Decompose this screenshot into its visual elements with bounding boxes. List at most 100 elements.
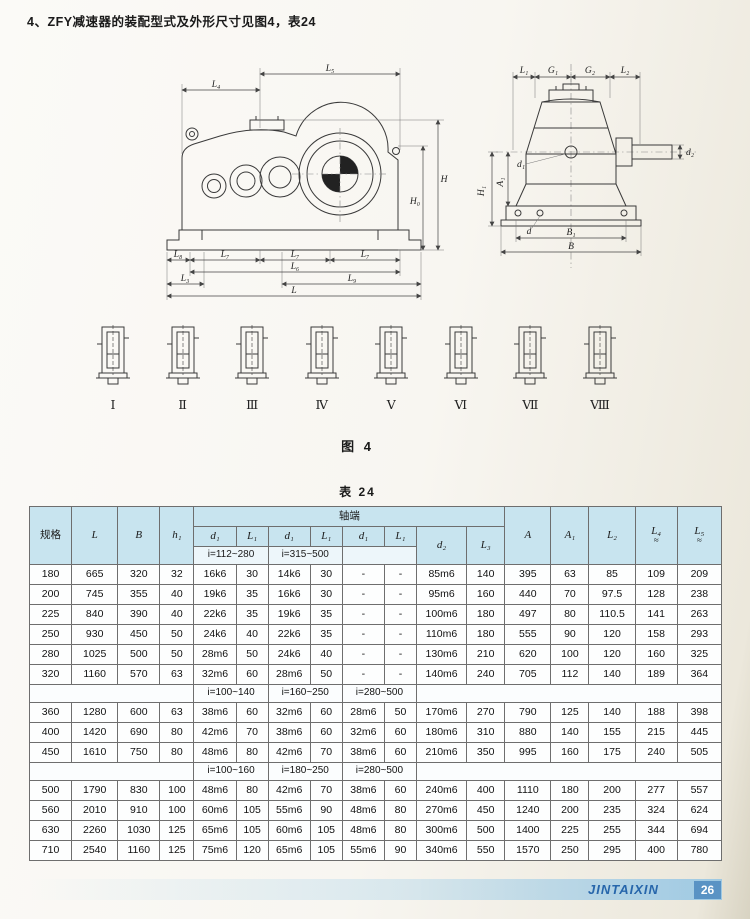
value-cell: 22k6	[267, 624, 311, 645]
value-cell: 225	[550, 820, 590, 841]
value-cell: 705	[504, 664, 552, 685]
value-cell: 55m6	[341, 840, 385, 861]
value-cell: 600	[117, 702, 161, 723]
value-cell: 450	[117, 624, 161, 645]
value-cell: 48m6	[341, 820, 385, 841]
value-cell: 235	[588, 800, 636, 821]
value-cell: 30	[309, 564, 343, 585]
value-cell: 1790	[71, 780, 119, 801]
value-cell: 880	[504, 722, 552, 743]
col-header-d1c: d₁	[341, 526, 385, 547]
value-cell: 28m6	[193, 644, 237, 665]
col-header-h1: h₁	[159, 506, 195, 565]
dim-label-l8: L₈	[173, 250, 183, 260]
col-header-L4: L₄≈	[634, 506, 678, 565]
value-cell: 240m6	[415, 780, 468, 801]
value-cell: 35	[309, 604, 343, 625]
value-cell: 140	[588, 664, 636, 685]
value-cell: 1160	[71, 664, 119, 685]
value-cell: 35	[309, 624, 343, 645]
value-cell: 125	[550, 702, 590, 723]
dim-label-d1: d₁	[517, 160, 525, 170]
value-cell: 1280	[71, 702, 119, 723]
value-cell: 215	[634, 722, 678, 743]
value-cell: 60	[383, 742, 418, 763]
value-cell: 505	[676, 742, 723, 763]
value-cell: 100m6	[415, 604, 468, 625]
value-cell: 70	[309, 780, 343, 801]
footer-strip	[28, 879, 722, 900]
value-cell: 32	[159, 564, 195, 585]
value-cell: 790	[504, 702, 552, 723]
value-cell: 105	[309, 820, 343, 841]
value-cell: 238	[676, 584, 723, 605]
value-cell: 180	[466, 624, 506, 645]
value-cell: 160	[550, 742, 590, 763]
value-cell: 398	[676, 702, 723, 723]
value-cell: 500	[117, 644, 161, 665]
assembly-type-icon	[96, 325, 130, 385]
assembly-type: Ⅴ	[362, 324, 420, 413]
value-cell: 1240	[504, 800, 552, 821]
ratio-range-label: i=100~160	[193, 762, 269, 781]
value-cell: 95m6	[415, 584, 468, 605]
value-cell: 80	[383, 800, 418, 821]
value-cell: 694	[676, 820, 723, 841]
value-cell: 105	[309, 840, 343, 861]
col-header-d1b: d₁	[267, 526, 311, 547]
value-cell: 209	[676, 564, 723, 585]
value-cell: 180	[466, 604, 506, 625]
assembly-type: Ⅶ	[501, 324, 559, 413]
value-cell: 60	[383, 722, 418, 743]
value-cell: 109	[634, 564, 678, 585]
dim-label-l7b: L₇	[290, 250, 300, 260]
value-cell: 100	[159, 800, 195, 821]
value-cell: 160	[466, 584, 506, 605]
value-cell: 140	[466, 564, 506, 585]
value-cell: 110m6	[415, 624, 468, 645]
value-cell: 180	[550, 780, 590, 801]
spec-cell: 400	[28, 722, 73, 743]
dimension-table: 规格 L B h₁ 轴端 A A₁ L₂ L₄≈ L₅≈ d₁ L₁ d₁ L₁…	[28, 506, 723, 861]
value-cell: 130m6	[415, 644, 468, 665]
value-cell: 100	[159, 780, 195, 801]
value-cell: 100	[550, 644, 590, 665]
value-cell: 930	[71, 624, 119, 645]
dim-label-b1: B₁	[566, 228, 575, 238]
value-cell: 277	[634, 780, 678, 801]
spec-cell: 630	[28, 820, 73, 841]
figure-caption: 图 4	[341, 439, 374, 454]
value-cell: 200	[588, 780, 636, 801]
value-cell: 30	[309, 584, 343, 605]
value-cell: -	[341, 564, 385, 585]
value-cell: 200	[550, 800, 590, 821]
value-cell: 344	[634, 820, 678, 841]
value-cell: 48m6	[193, 742, 237, 763]
value-cell: 63	[159, 702, 195, 723]
value-cell: 440	[504, 584, 552, 605]
value-cell: 400	[634, 840, 678, 861]
value-cell: 85	[588, 564, 636, 585]
value-cell: 32m6	[341, 722, 385, 743]
value-cell: 40	[159, 604, 195, 625]
value-cell: 120	[588, 644, 636, 665]
value-cell: 50	[159, 624, 195, 645]
gear-center-mark	[322, 156, 358, 192]
spec-cell: 200	[28, 584, 73, 605]
value-cell: 65m6	[193, 820, 237, 841]
ratio-range-label: i=160~250	[267, 684, 343, 703]
value-cell: 175	[588, 742, 636, 763]
value-cell: 1110	[504, 780, 552, 801]
spec-cell: 225	[28, 604, 73, 625]
value-cell: 90	[309, 800, 343, 821]
value-cell: 350	[466, 742, 506, 763]
value-cell: 270m6	[415, 800, 468, 821]
ratio-range-label: i=100~140	[193, 684, 269, 703]
value-cell: 555	[504, 624, 552, 645]
value-cell: 188	[634, 702, 678, 723]
spec-cell: 500	[28, 780, 73, 801]
